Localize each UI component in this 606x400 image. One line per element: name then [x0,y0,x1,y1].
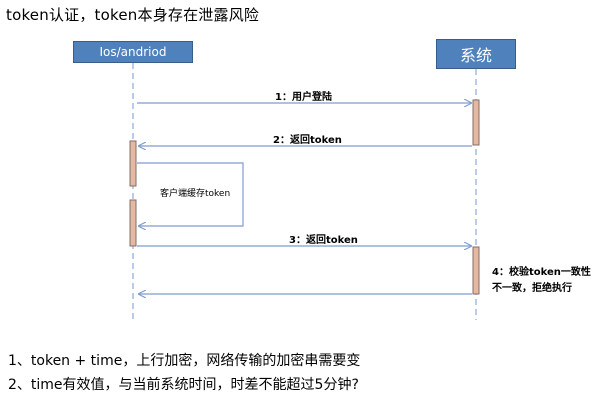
footer-note-2: 2、time有效值，与当前系统时间，时差不能超过5分钟? [8,377,359,393]
actor-system: 系统 [436,39,516,69]
message-return-token-2-label: 3：返回token [289,235,358,246]
arrow-self-cache [137,162,244,226]
message-return-token-label: 2：返回token [273,135,342,146]
remark-line-2: 不一致，拒绝执行 [492,283,572,294]
remark-verify: 4：校验token一致性 不一致，拒绝执行 [492,265,591,297]
note-client-cache: 客户端缓存token [160,189,231,199]
activation-client-2 [129,199,137,247]
actor-client: Ios/andriod [73,41,193,63]
activation-client-1 [129,140,137,187]
diagram-title: token认证，token本身存在泄露风险 [6,6,260,24]
activation-system-2 [472,246,480,295]
remark-line-1: 4：校验token一致性 [492,267,591,278]
message-login-label: 1：用户登陆 [275,92,332,103]
activation-system-1 [472,99,480,146]
footer-note-1: 1、token + time，上行加密，网络传输的加密串需要变 [8,353,361,369]
